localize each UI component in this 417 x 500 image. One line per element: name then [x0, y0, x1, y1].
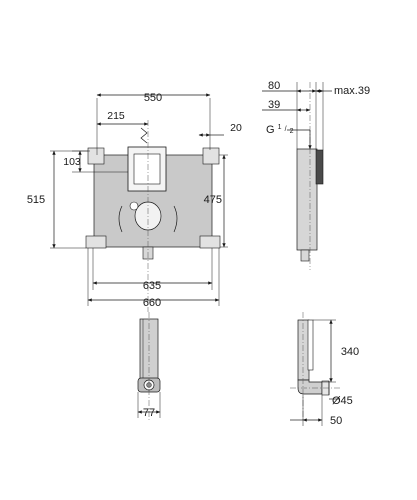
- support-arm-right: [173, 205, 178, 233]
- dim-660: 660: [143, 297, 161, 309]
- dim-77: 77: [143, 407, 155, 419]
- bracket-bottom-left: [85, 235, 107, 249]
- side-body: [296, 148, 318, 251]
- bracket-bottom-right: [199, 235, 221, 249]
- side-view: 80 max.39 39 G 1 / 2: [262, 80, 370, 270]
- flush-actuator-button: [129, 201, 139, 211]
- dim-215: 215: [107, 110, 125, 122]
- bottom-view: 77: [137, 312, 161, 420]
- dim-50: 50: [330, 415, 342, 427]
- g-denominator: 2: [290, 128, 294, 135]
- support-arm-left: [118, 205, 123, 233]
- flow-arrow: [140, 127, 148, 144]
- dim-39: 39: [268, 99, 280, 111]
- side-inlet: [315, 149, 324, 185]
- g-numerator: 1: [278, 124, 282, 131]
- pipe-side-elbow: [297, 379, 323, 395]
- pipe-side-bracket: [307, 319, 314, 371]
- dim-20: 20: [230, 122, 242, 134]
- pipe-side-view: 340 Ø45 50: [290, 312, 359, 427]
- dim-340: 340: [341, 346, 359, 358]
- dim-max-39: max.39: [334, 85, 370, 97]
- bracket-top-left: [87, 147, 105, 165]
- dim-g-thread: G 1 / 2: [266, 120, 294, 136]
- dim-80: 80: [268, 80, 280, 92]
- dim-550: 550: [144, 92, 162, 104]
- dim-103: 103: [63, 156, 81, 168]
- dim-diameter-45: Ø45: [332, 395, 353, 407]
- dim-635: 635: [143, 280, 161, 292]
- g-label: G: [266, 124, 275, 136]
- bracket-top-right: [202, 147, 220, 165]
- g-slash: /: [285, 126, 287, 133]
- dim-475: 475: [204, 194, 222, 206]
- side-outlet: [300, 249, 310, 262]
- pipe-side-body: [297, 319, 310, 381]
- dim-515: 515: [27, 194, 45, 206]
- inlet-window: [133, 153, 161, 185]
- front-view: 550 215 20 103 515 475 635 660: [27, 92, 242, 312]
